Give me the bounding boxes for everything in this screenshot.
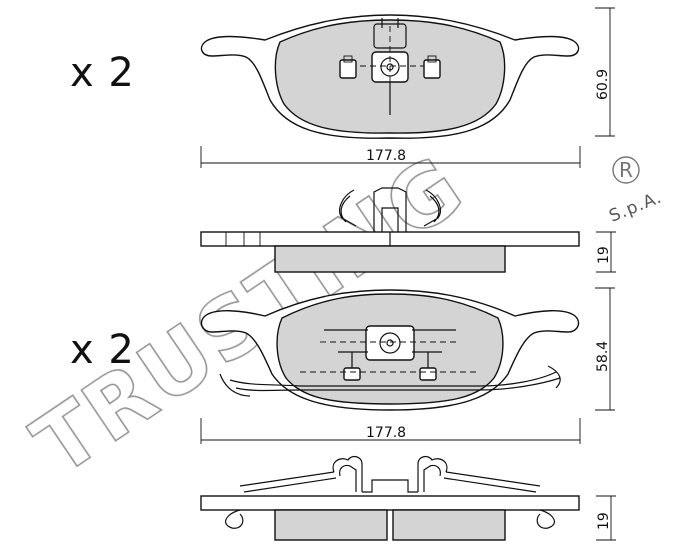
bottom-width-label: 177.8 <box>366 425 406 441</box>
top-thickness-label: 19 <box>596 246 612 264</box>
bottom-quantity: x 2 <box>70 327 135 373</box>
top-quantity: x 2 <box>70 50 135 96</box>
registered-mark-icon: R <box>612 156 640 184</box>
bottom-height-dimension: 58.4 <box>595 287 615 411</box>
bottom-thickness-dimension: 19 <box>596 495 616 541</box>
top-height-label: 60.9 <box>595 69 611 100</box>
svg-text:R: R <box>619 158 633 182</box>
bottom-pad-face <box>200 289 580 411</box>
bottom-width-dimension: 177.8 <box>200 418 581 444</box>
bottom-height-label: 58.4 <box>595 341 611 372</box>
top-width-dimension: 177.8 <box>200 146 581 168</box>
bottom-thickness-label: 19 <box>596 512 612 530</box>
top-width-label: 177.8 <box>366 148 406 164</box>
watermark-suffix: S.p.A. <box>606 187 665 226</box>
bottom-pad-side <box>200 455 580 541</box>
top-pad-side <box>200 187 580 273</box>
top-thickness-dimension: 19 <box>596 231 616 273</box>
top-height-dimension: 60.9 <box>595 7 615 137</box>
top-pad-face <box>200 14 580 139</box>
